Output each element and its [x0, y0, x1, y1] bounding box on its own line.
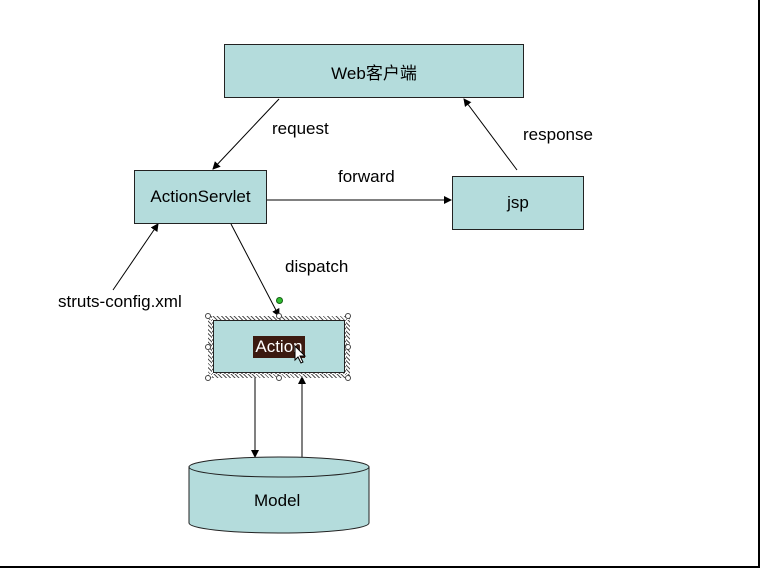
- web-client-node[interactable]: Web客户端: [224, 44, 524, 98]
- struts-config-label: struts-config.xml: [58, 292, 182, 311]
- request-arrow[interactable]: [212, 98, 280, 170]
- model-label: Model: [254, 491, 301, 510]
- resize-handle-right[interactable]: [345, 344, 351, 350]
- response-arrow[interactable]: [463, 98, 518, 171]
- resize-handle-bottom[interactable]: [276, 375, 282, 381]
- rotation-handle[interactable]: [276, 297, 283, 304]
- resize-handle-top-right[interactable]: [345, 313, 351, 319]
- resize-handle-top-left[interactable]: [205, 313, 211, 319]
- resize-handle-bottom-left[interactable]: [205, 375, 211, 381]
- dispatch-label: dispatch: [285, 257, 349, 276]
- mouse-cursor-icon: [294, 345, 307, 364]
- action-servlet-label: ActionServlet: [150, 187, 251, 206]
- model-cylinder[interactable]: [188, 456, 370, 534]
- resize-handle-bottom-right[interactable]: [345, 375, 351, 381]
- web-client-label: Web客户端: [331, 63, 417, 83]
- action-node[interactable]: Action: [213, 320, 345, 373]
- forward-label: forward: [338, 167, 395, 186]
- response-label: response: [523, 125, 593, 144]
- dispatch-arrow[interactable]: [230, 223, 280, 317]
- resize-handle-top[interactable]: [276, 313, 282, 319]
- resize-handle-left[interactable]: [205, 344, 211, 350]
- jsp-label: jsp: [507, 193, 529, 212]
- struts-config-arrow[interactable]: [112, 223, 159, 291]
- action-servlet-node[interactable]: ActionServlet: [134, 170, 267, 224]
- jsp-node[interactable]: jsp: [452, 176, 584, 230]
- request-label: request: [272, 119, 329, 138]
- action-label[interactable]: Action: [253, 335, 305, 358]
